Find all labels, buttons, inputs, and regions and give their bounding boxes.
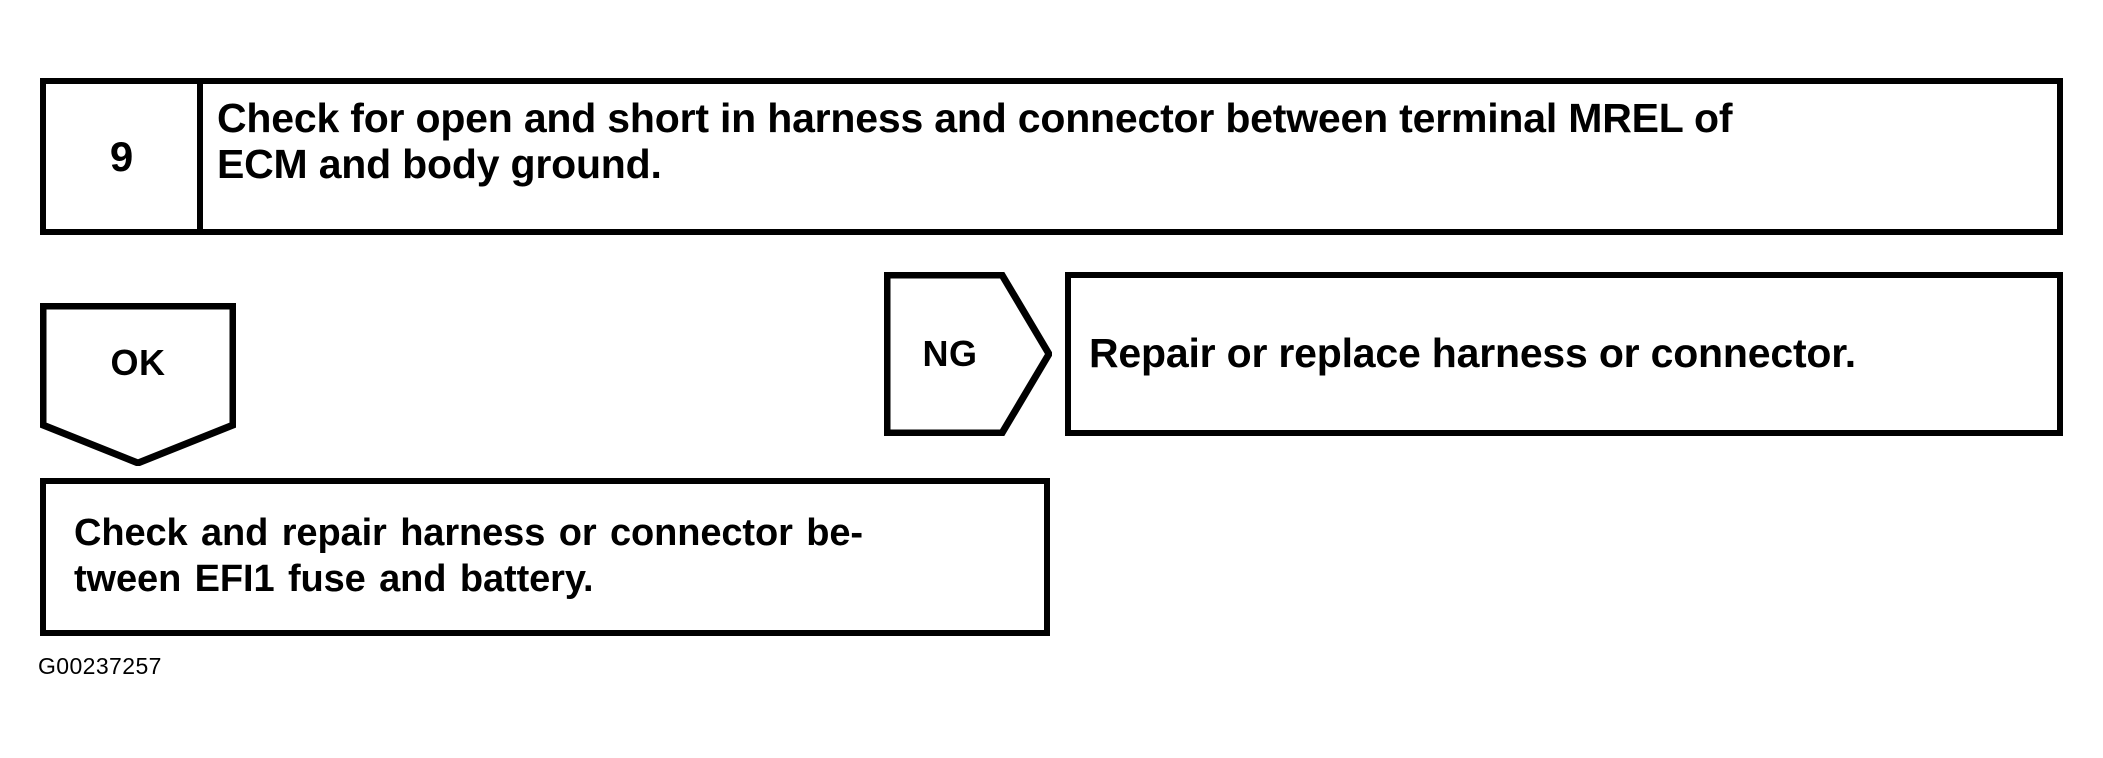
step-number: 9 <box>109 132 134 180</box>
ng-branch-arrow-icon <box>884 272 1052 436</box>
ok-result-text: Check and repair harness or connector be… <box>74 512 863 600</box>
ok-branch-arrow-icon <box>40 303 236 466</box>
ok-branch-label: OK <box>110 342 166 383</box>
figure-id-label: G00237257 <box>38 653 162 679</box>
step-instruction-cell: Check for open and short in harness and … <box>203 84 2057 229</box>
ng-result-text: Repair or replace harness or connector. <box>1089 330 1856 377</box>
step-number-cell: 9 <box>46 84 203 229</box>
ng-branch-label: NG <box>922 333 978 374</box>
ok-result-box: Check and repair harness or connector be… <box>40 478 1050 636</box>
step-9-row: 9 Check for open and short in harness an… <box>40 78 2063 235</box>
ng-result-box: Repair or replace harness or connector. <box>1065 272 2063 436</box>
step-instruction-text: Check for open and short in harness and … <box>217 95 1733 187</box>
